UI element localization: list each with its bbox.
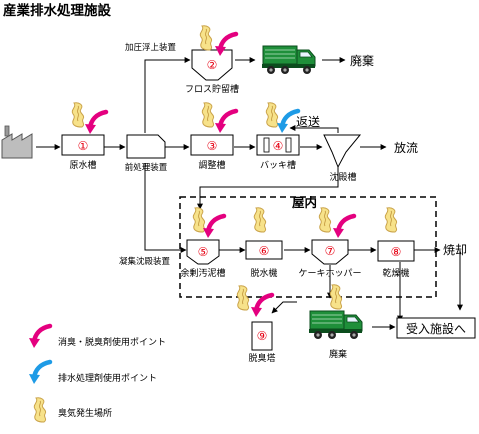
unit-7-label: ケーキホッパー — [298, 268, 361, 279]
truck-disposal-label: 廃棄 — [329, 348, 347, 360]
legend-water-agent-label: 排水処理剤使用ポイント — [58, 372, 157, 384]
odor-icon-unit-9 — [236, 285, 250, 311]
unit-3-number: ③ — [207, 139, 218, 153]
unit-1-label: 原水槽 — [69, 159, 96, 171]
coagulation-label: 凝集沈殿装置 — [119, 256, 171, 267]
odor-icon-unit-5 — [192, 207, 206, 233]
odor-icon-unit-4 — [265, 102, 279, 128]
unit-8-dryer: ⑧ 乾燥機 — [377, 240, 415, 279]
deodorant-arrow-icon-unit-3 — [215, 111, 236, 133]
odor-icon-unit-8 — [384, 207, 398, 233]
water-agent-arrow-icon-unit-4 — [277, 111, 298, 133]
legend-water-agent-icon — [29, 362, 50, 384]
unit-8-number: ⑧ — [391, 245, 402, 259]
deodorant-arrow-icon-unit-1 — [85, 112, 106, 134]
sedimentation-label: 沈殿槽 — [329, 171, 356, 183]
unit-6-number: ⑥ — [259, 244, 270, 258]
flow-lines — [36, 57, 463, 330]
odor-icon-unit-2 — [199, 25, 213, 51]
unit-9-number: ⑨ — [257, 329, 268, 343]
truck-icon-top — [261, 45, 316, 75]
legend-deodorant-icon — [29, 326, 50, 348]
unit-5-number: ⑤ — [198, 245, 209, 259]
odor-icon-unit-1 — [71, 102, 85, 128]
odor-icon-unit-6 — [253, 207, 267, 233]
odor-icon-truck — [329, 284, 343, 310]
unit-4-number: ④ — [273, 139, 284, 153]
sedimentation-tank: 沈殿槽 — [323, 134, 362, 183]
receiving-box: 受入施設へ — [396, 317, 476, 339]
legend-odor-icon — [33, 397, 47, 423]
unit-7-cake-hopper: ⑦ ケーキホッパー — [298, 239, 362, 279]
unit-1-number: ① — [78, 139, 89, 153]
unit-2-number: ② — [207, 58, 218, 72]
legend-deodorant-label: 消臭・脱臭剤使用ポイント — [58, 336, 166, 348]
unit-8-label: 乾燥機 — [382, 267, 409, 279]
factory-icon — [1, 125, 33, 159]
legend: 消臭・脱臭剤使用ポイント 排水処理剤使用ポイント 臭気発生場所 — [29, 326, 166, 423]
odor-icon-unit-3 — [201, 102, 215, 128]
unit-2-froth-tank: ② フロス貯留槽 — [185, 49, 239, 95]
disposal-label: 廃棄 — [350, 53, 374, 68]
incineration-label: 焼却 — [443, 243, 467, 257]
pretreatment-unit: 前処理装置 — [125, 134, 168, 173]
unit-4-label: バッキ槽 — [260, 159, 296, 171]
flotation-label: 加圧浮上装置 — [125, 42, 177, 53]
truck-icon-bottom — [308, 310, 363, 340]
deodorant-arrow-icon-unit-5 — [203, 216, 224, 238]
deodorant-arrow-icon-unit-9 — [251, 295, 272, 317]
unit-1-raw-water-tank: ① 原水槽 — [61, 134, 105, 171]
unit-9-label: 脱臭塔 — [248, 352, 275, 364]
unit-4-aeration-tank: ④ バッキ槽 — [256, 134, 300, 171]
return-label: 返送 — [296, 114, 320, 129]
unit-5-sludge-tank: ⑤ 余剰汚泥槽 — [180, 239, 226, 279]
indoor-label: 屋内 — [292, 195, 317, 210]
odor-icon-unit-7 — [318, 207, 332, 233]
legend-odor-label: 臭気発生場所 — [58, 407, 112, 419]
unit-7-number: ⑦ — [325, 244, 336, 258]
unit-6-label: 脱水機 — [250, 267, 277, 279]
pretreatment-label: 前処理装置 — [125, 162, 168, 173]
unit-9-deodorizing-tower: ⑨ 脱臭塔 — [248, 321, 276, 364]
deodorant-arrow-icon-unit-7 — [333, 216, 354, 238]
unit-2-label: フロス貯留槽 — [185, 83, 239, 95]
unit-3-label: 調整槽 — [198, 159, 225, 171]
receiving-label: 受入施設へ — [406, 321, 466, 336]
unit-6-dehydrator: ⑥ 脱水機 — [245, 240, 283, 279]
unit-5-label: 余剰汚泥槽 — [180, 267, 225, 279]
unit-3-adjustment-tank: ③ 調整槽 — [190, 134, 234, 171]
discharge-label: 放流 — [394, 140, 418, 155]
diagram-title: 産業排水処理施設 — [3, 2, 111, 19]
